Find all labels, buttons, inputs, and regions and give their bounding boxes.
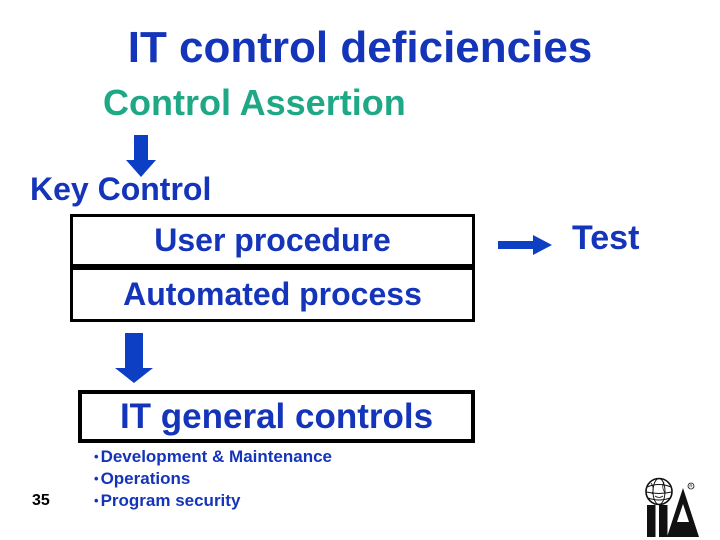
subtitle: Control Assertion [103,82,406,123]
bullet-text: Development & Maintenance [100,447,333,466]
list-item: •Development & Maintenance [94,446,332,468]
bullet-icon: • [94,493,99,508]
bullet-text: Program security [100,491,241,510]
page-number: 35 [32,492,50,509]
page-title: IT control deficiencies [127,23,593,72]
right-arrow-icon [498,235,552,255]
down-arrow-icon [115,333,153,383]
bullet-text: Operations [100,469,191,488]
it-general-controls-box-label: IT general controls [119,396,434,436]
down-arrow-icon [126,135,156,177]
list-item: •Operations [94,468,332,490]
bullet-icon: • [94,471,99,486]
test-label: Test [572,219,640,257]
automated-process-box: Automated process [70,267,475,322]
key-control-label: Key Control [30,171,212,207]
user-procedure-box: User procedure [70,214,475,267]
it-general-controls-box: IT general controls [78,390,475,443]
list-item: •Program security [94,490,332,512]
bullet-list: •Development & Maintenance •Operations •… [94,446,332,512]
svg-text:R: R [689,484,693,489]
user-procedure-box-label: User procedure [154,222,391,258]
bullet-icon: • [94,449,99,464]
iia-globe-logo-icon: R [645,477,699,537]
automated-process-box-label: Automated process [123,276,422,312]
